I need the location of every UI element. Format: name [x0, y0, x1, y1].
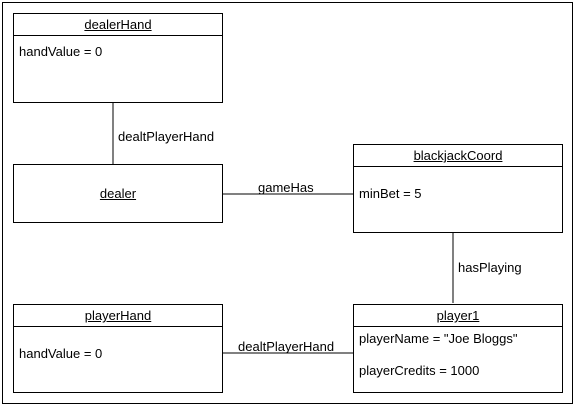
object-dealer-hand[interactable]: dealerHand handValue = 0	[13, 13, 223, 103]
attribute: handValue = 0	[19, 44, 103, 59]
object-name: dealerHand	[14, 14, 222, 36]
link-label-game-has: gameHas	[258, 180, 314, 195]
object-player-hand[interactable]: playerHand handValue = 0	[13, 304, 223, 393]
link-label-dealt-player-hand: dealtPlayerHand	[118, 129, 215, 144]
link-label-dealt-player-hand: dealtPlayerHand	[238, 339, 335, 354]
link-label-has-playing: hasPlaying	[458, 260, 522, 275]
attribute: minBet = 5	[359, 186, 422, 201]
links-layer	[112, 103, 454, 354]
object-name: player1	[354, 305, 562, 327]
object-name: playerHand	[14, 305, 222, 327]
attribute: playerCredits = 1000	[359, 363, 480, 378]
attribute: handValue = 0	[19, 346, 103, 361]
object-player1[interactable]: player1 playerName = "Joe Bloggs" player…	[353, 304, 563, 393]
object-blackjack-coord[interactable]: blackjackCoord minBet = 5	[353, 144, 563, 233]
object-name: dealer	[99, 186, 137, 201]
object-name: blackjackCoord	[354, 145, 562, 167]
object-dealer[interactable]: dealer	[13, 164, 223, 223]
attribute: playerName = "Joe Bloggs"	[359, 331, 518, 346]
